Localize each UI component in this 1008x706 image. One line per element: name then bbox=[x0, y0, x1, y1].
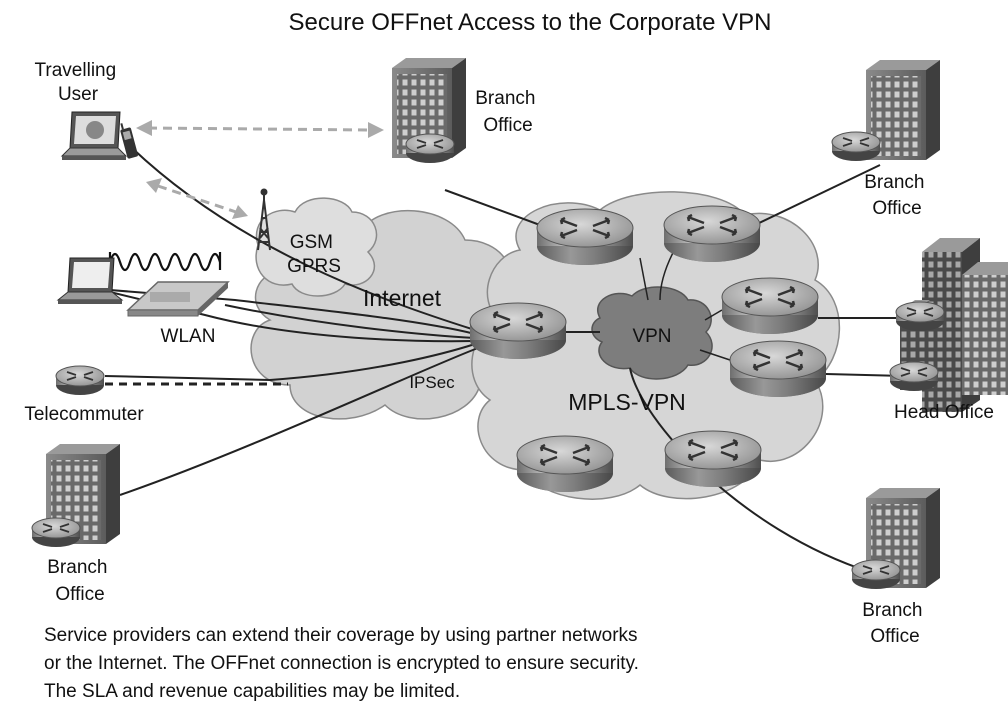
antenna-tower-icon bbox=[257, 188, 271, 251]
mpls-router-5-icon bbox=[515, 434, 615, 494]
link-branch-top-right bbox=[754, 164, 881, 226]
wlan-wave bbox=[108, 252, 222, 272]
mpls-router-6-icon bbox=[663, 429, 763, 489]
mpls-vpn-label: MPLS-VPN bbox=[568, 389, 686, 415]
telecommuter-router-icon bbox=[55, 365, 105, 396]
caption-line-3: The SLA and revenue capabilities may be … bbox=[44, 681, 461, 702]
vpn-cloud bbox=[591, 286, 713, 380]
diagram-title: Secure OFFnet Access to the Corporate VP… bbox=[289, 9, 772, 36]
branch-office-top-router-icon bbox=[405, 133, 455, 164]
wireless-access-point-icon bbox=[126, 281, 230, 317]
mpls-router-3-icon bbox=[720, 276, 820, 336]
link-wlan-hub-3 bbox=[109, 291, 476, 343]
ipsec-label: IPSec bbox=[409, 373, 455, 392]
head-office-building-icon bbox=[900, 238, 1008, 412]
caption-line-1: Service providers can extend their cover… bbox=[44, 625, 638, 646]
branch-office-left-label: Branch Office bbox=[47, 557, 112, 605]
mobile-phone-icon bbox=[120, 123, 138, 159]
branch-office-top-right-router-icon bbox=[831, 131, 881, 162]
laptop-icon bbox=[60, 111, 128, 160]
mpls-router-1-icon bbox=[535, 207, 635, 267]
link-phone-hub bbox=[131, 147, 476, 331]
branch-office-top-right-label: Branch Office bbox=[864, 172, 929, 219]
wlan-laptop-icon bbox=[56, 257, 124, 304]
mpls-router-2-icon bbox=[662, 204, 762, 264]
head-office-router-1-icon bbox=[895, 301, 945, 332]
wireless-links bbox=[136, 120, 384, 219]
link-wlan-hub-2 bbox=[224, 304, 476, 339]
branch-office-bottom-right-router-icon bbox=[851, 559, 901, 590]
wlan-label: WLAN bbox=[161, 326, 216, 347]
link-branch-left-hub bbox=[119, 347, 479, 496]
vpn-label: VPN bbox=[632, 326, 671, 347]
link-wlan-hub bbox=[109, 289, 476, 335]
travelling-user-label: Travelling User bbox=[35, 60, 122, 105]
link-branch-top bbox=[444, 189, 549, 229]
internet-label: Internet bbox=[363, 285, 442, 311]
connection-lines bbox=[104, 147, 903, 573]
mpls-router-4-icon bbox=[728, 339, 828, 399]
caption-line-2: or the Internet. The OFFnet connection i… bbox=[44, 653, 639, 674]
branch-office-bottom-right-label: Branch Office bbox=[862, 600, 927, 647]
branch-office-left-router-icon bbox=[31, 517, 81, 548]
diagram-caption: Service providers can extend their cover… bbox=[44, 622, 804, 706]
link-telecommuter-hub bbox=[104, 343, 476, 382]
head-office-router-2-icon bbox=[889, 361, 939, 392]
head-office-label: Head Office bbox=[894, 402, 994, 423]
edge-router-icon bbox=[468, 301, 568, 361]
link-head-office-2 bbox=[825, 373, 903, 377]
branch-office-top-label: Branch Office bbox=[475, 88, 540, 136]
telecommuter-label: Telecommuter bbox=[24, 404, 144, 425]
gsm-gprs-cloud bbox=[255, 197, 378, 297]
gsm-gprs-label: GSM GPRS bbox=[287, 232, 341, 277]
